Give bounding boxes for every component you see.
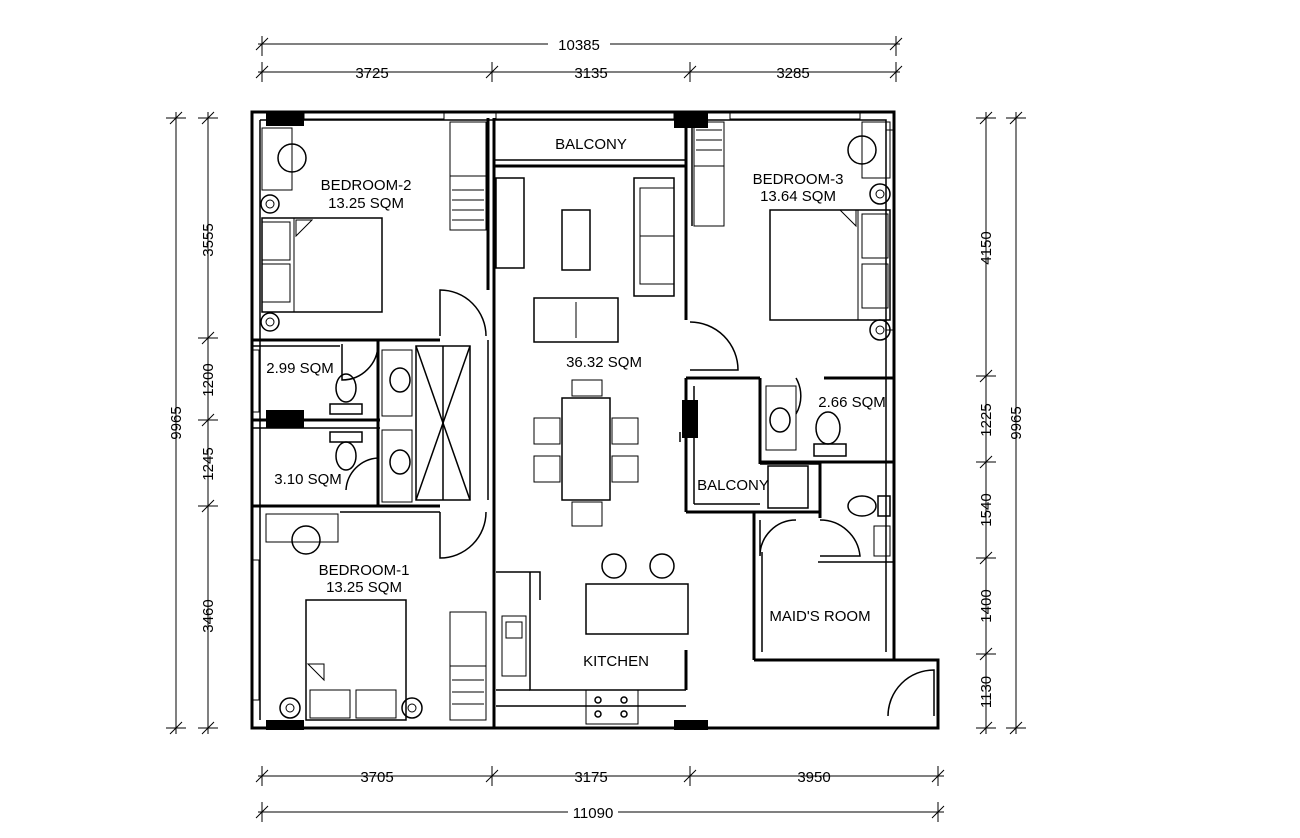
dim-left-seg-2: 1200 [200,363,217,396]
dim-left-seg-3: 1245 [200,447,217,480]
living-area: 36.32 SQM [566,354,642,371]
dim-bottom-total: 11090 [573,805,614,822]
dim-right-seg-4: 1400 [978,589,995,622]
beds [260,121,891,721]
dim-right-seg-1: 4150 [978,231,995,264]
bath-c-area: 2.66 SQM [818,394,886,411]
balcony-top-label: BALCONY [555,136,627,153]
bedroom-3-name: BEDROOM-3 [753,171,844,188]
dim-top-seg-1: 3725 [355,65,388,82]
room-labels: BEDROOM-2 13.25 SQM BALCONY BEDROOM-3 13… [266,136,886,670]
bath-b-area: 3.10 SQM [274,471,342,488]
bedroom-1-area: 13.25 SQM [326,579,402,596]
dim-top-seg-3: 3285 [776,65,809,82]
doors [341,289,935,717]
dim-left-seg-1: 3555 [200,223,217,256]
bath-a-area: 2.99 SQM [266,360,334,377]
dim-left-total: 9965 [168,406,185,439]
maids-room-label: MAID'S ROOM [769,608,870,625]
dim-right-total: 9965 [1008,406,1025,439]
dim-top-total: 10385 [558,37,600,54]
dim-right-seg-3: 1540 [978,493,995,526]
dim-left-seg-4: 3460 [200,599,217,632]
dim-right-seg-5: 1130 [978,676,995,708]
dimension-labels: 10385 3725 3135 3285 3705 3175 3950 1109… [168,36,1025,822]
dim-bottom-seg-2: 3175 [574,769,607,786]
living-furniture [495,177,689,725]
bathroom-fixtures [329,349,891,557]
balcony-right-label: BALCONY [697,477,769,494]
bedroom-1-name: BEDROOM-1 [319,562,410,579]
dimension-lines [166,36,1026,822]
bedroom-3-area: 13.64 SQM [760,188,836,205]
dim-top-seg-2: 3135 [574,65,607,82]
bedroom-2-name: BEDROOM-2 [321,177,412,194]
dim-bottom-seg-3: 3950 [797,769,830,786]
dim-bottom-seg-1: 3705 [360,769,393,786]
wardrobes [449,121,725,721]
dim-right-seg-2: 1225 [978,403,995,436]
kitchen-label: KITCHEN [583,653,649,670]
structural-columns [266,112,708,730]
bedroom-2-area: 13.25 SQM [328,195,404,212]
